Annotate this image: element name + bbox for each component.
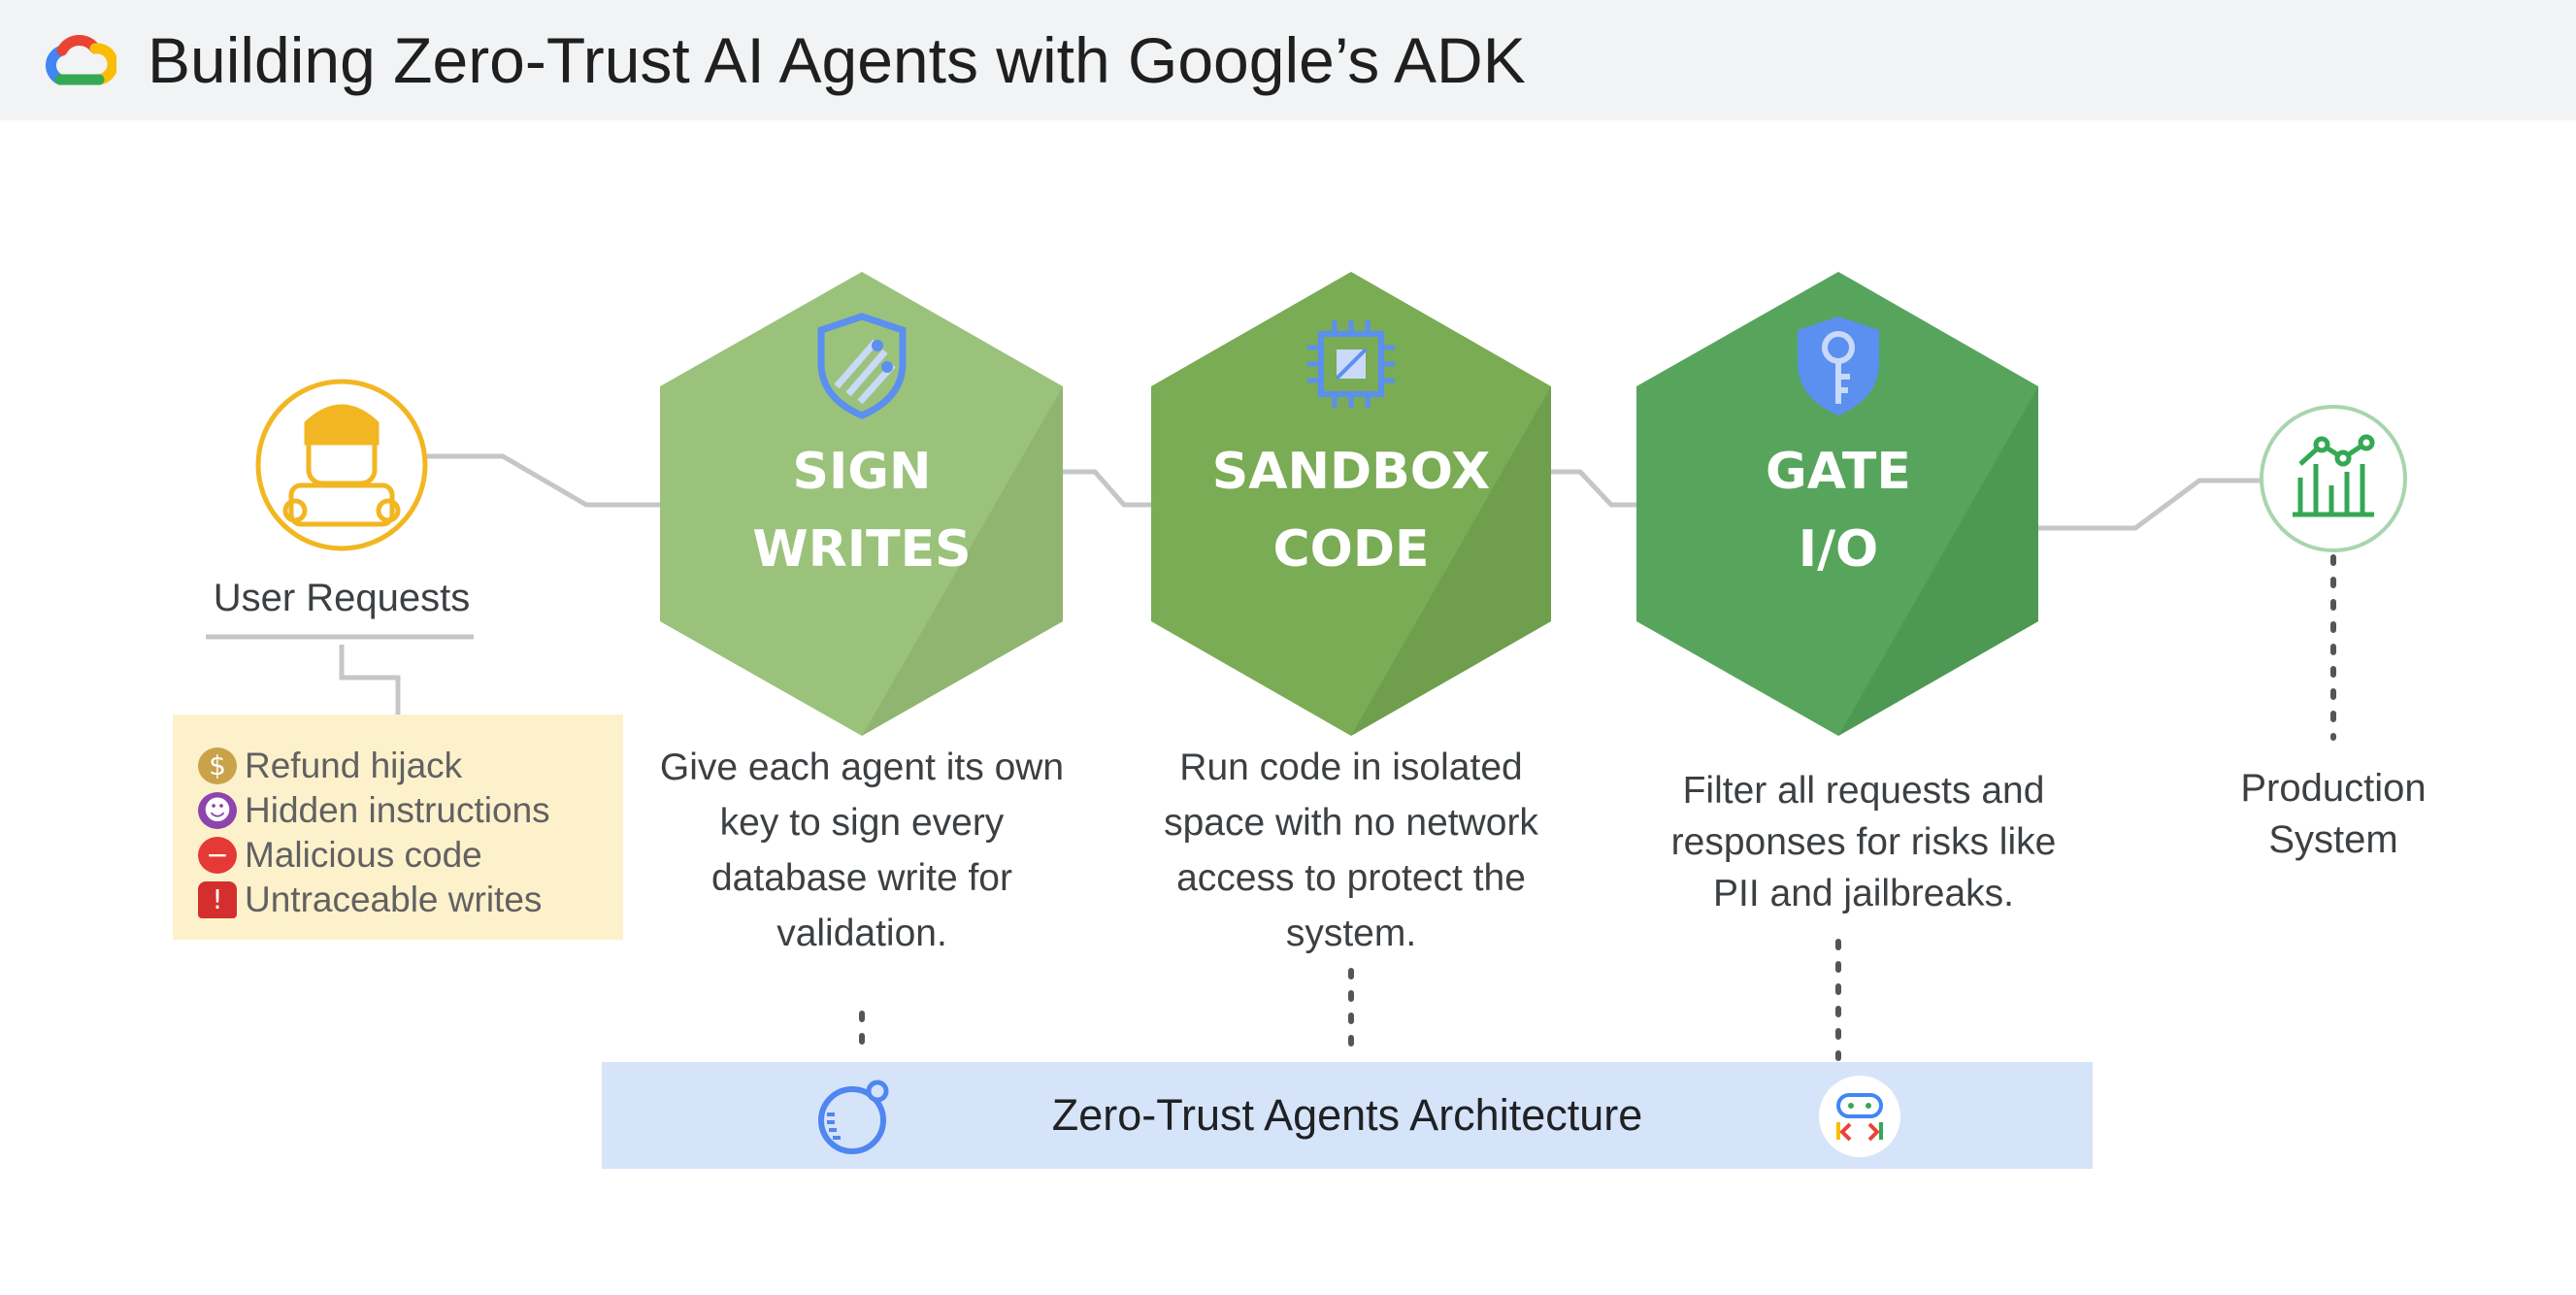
- step-gate-title-line2: I/O: [1798, 520, 1879, 579]
- header-bar: Building Zero-Trust AI Agents with Googl…: [0, 0, 2576, 120]
- hexagon-gate-io: [1636, 272, 2038, 736]
- threats-box: $ Refund hijack ☻ Hidden instructions − …: [173, 714, 623, 940]
- user-requests-label: User Requests: [213, 577, 471, 619]
- step-sandbox-title-line2: CODE: [1272, 520, 1430, 579]
- hexagon-sandbox-code: [1151, 272, 1551, 736]
- user-node-circle: [255, 379, 428, 551]
- connector-user-to-sign: [427, 453, 660, 508]
- user-node: [255, 379, 428, 551]
- page-title: Building Zero-Trust AI Agents with Googl…: [148, 24, 1526, 96]
- step-sign-title-line2: WRITES: [752, 520, 972, 579]
- connector-user-to-threats: [339, 645, 401, 714]
- threat-item-malicious-code: − Malicious code: [198, 833, 550, 878]
- no-entry-icon: −: [198, 837, 237, 874]
- adk-agent-icon: [818, 1079, 889, 1154]
- connector-sandbox-to-gate: [1551, 469, 1636, 508]
- step-sandbox-description: Run code in isolated space with no netwo…: [1164, 747, 1538, 954]
- siren-icon: !: [198, 881, 237, 918]
- architecture-title: Zero-Trust Agents Architecture: [1051, 1090, 1643, 1140]
- step-sign-title-line1: SIGN: [792, 443, 932, 501]
- threat-item-untraceable-writes: ! Untraceable writes: [198, 878, 550, 922]
- google-cloud-logo-icon: [46, 34, 116, 85]
- step-gate-title-line1: GATE: [1766, 443, 1911, 501]
- step-sandbox-title-line1: SANDBOX: [1211, 443, 1491, 501]
- step-sign-description: Give each agent its own key to sign ever…: [659, 747, 1065, 954]
- threats-list: $ Refund hijack ☻ Hidden instructions − …: [198, 744, 550, 922]
- architecture-bar: Zero-Trust Agents Architecture: [602, 1062, 2093, 1169]
- cpu-chip-icon: [1307, 320, 1395, 408]
- hexagon-sign-writes: [660, 272, 1063, 736]
- analytics-chart-icon: [2293, 434, 2375, 517]
- devil-face-icon: ☻: [198, 792, 237, 829]
- production-system-label: Production System: [2240, 767, 2427, 861]
- production-node: [2260, 405, 2407, 552]
- dotted-lines: [859, 554, 2336, 1061]
- step-gate-description: Filter all requests and responses for ri…: [1670, 770, 2057, 914]
- money-bag-icon: $: [198, 747, 237, 784]
- threat-item-refund: $ Refund hijack: [198, 744, 550, 788]
- production-node-circle: [2260, 405, 2407, 552]
- connector-gate-to-production: [2038, 478, 2262, 531]
- user-person-icon: [282, 404, 401, 527]
- gemini-code-assist-icon: [1819, 1076, 1900, 1157]
- connector-lines: [206, 453, 2262, 714]
- shield-key-icon: [1798, 316, 1879, 415]
- threat-item-hidden-instructions: ☻ Hidden instructions: [198, 788, 550, 833]
- connector-sign-to-sandbox: [1063, 469, 1151, 508]
- shield-icon: [817, 313, 907, 419]
